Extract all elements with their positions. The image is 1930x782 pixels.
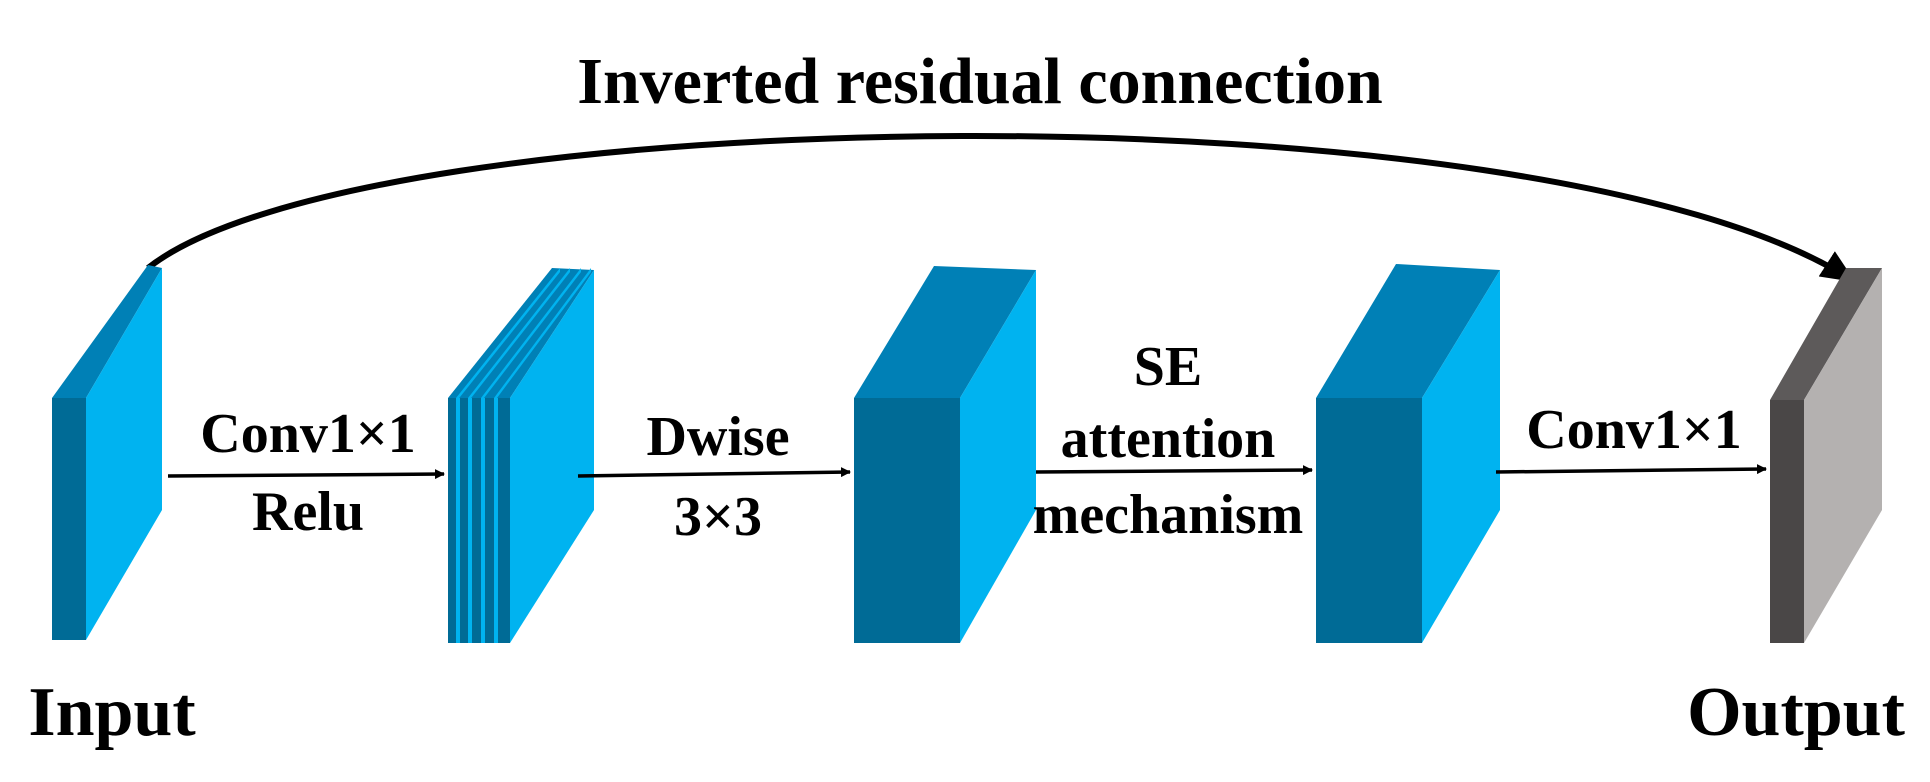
op-label-line: attention bbox=[1061, 408, 1276, 470]
input-feature-block bbox=[52, 265, 162, 640]
op-label-line: Conv1×1 bbox=[200, 403, 416, 465]
depthwise-feature-block bbox=[854, 266, 1036, 643]
op-label-line: mechanism bbox=[1033, 484, 1304, 546]
op-label-line: SE bbox=[1134, 336, 1203, 398]
diagram-title: Inverted residual connection bbox=[577, 45, 1382, 118]
input-label: Input bbox=[28, 674, 195, 751]
op-label-dwise: Dwise 3×3 bbox=[646, 406, 789, 548]
op-label-conv1x1: Conv1×1 bbox=[1526, 399, 1742, 461]
se-attention-arrow bbox=[1035, 465, 1313, 476]
output-feature-block bbox=[1770, 268, 1882, 643]
op-label-line: Conv1×1 bbox=[1526, 399, 1742, 461]
op-label-se-attention: SE attention mechanism bbox=[1033, 336, 1304, 546]
op-label-line: Dwise bbox=[646, 406, 789, 468]
conv1x1-relu-arrow bbox=[167, 469, 445, 480]
conv1x1-arrow bbox=[1495, 464, 1767, 475]
dwise-arrow bbox=[577, 467, 851, 478]
channel-slices bbox=[456, 268, 591, 643]
residual-connection-arrow bbox=[146, 133, 1856, 283]
op-label-line: 3×3 bbox=[674, 486, 762, 548]
op-label-conv1x1-relu: Conv1×1 Relu bbox=[200, 403, 416, 543]
output-label: Output bbox=[1687, 674, 1905, 751]
op-label-line: Relu bbox=[252, 481, 364, 543]
se-feature-block bbox=[1316, 264, 1500, 643]
expanded-feature-block bbox=[448, 268, 594, 643]
